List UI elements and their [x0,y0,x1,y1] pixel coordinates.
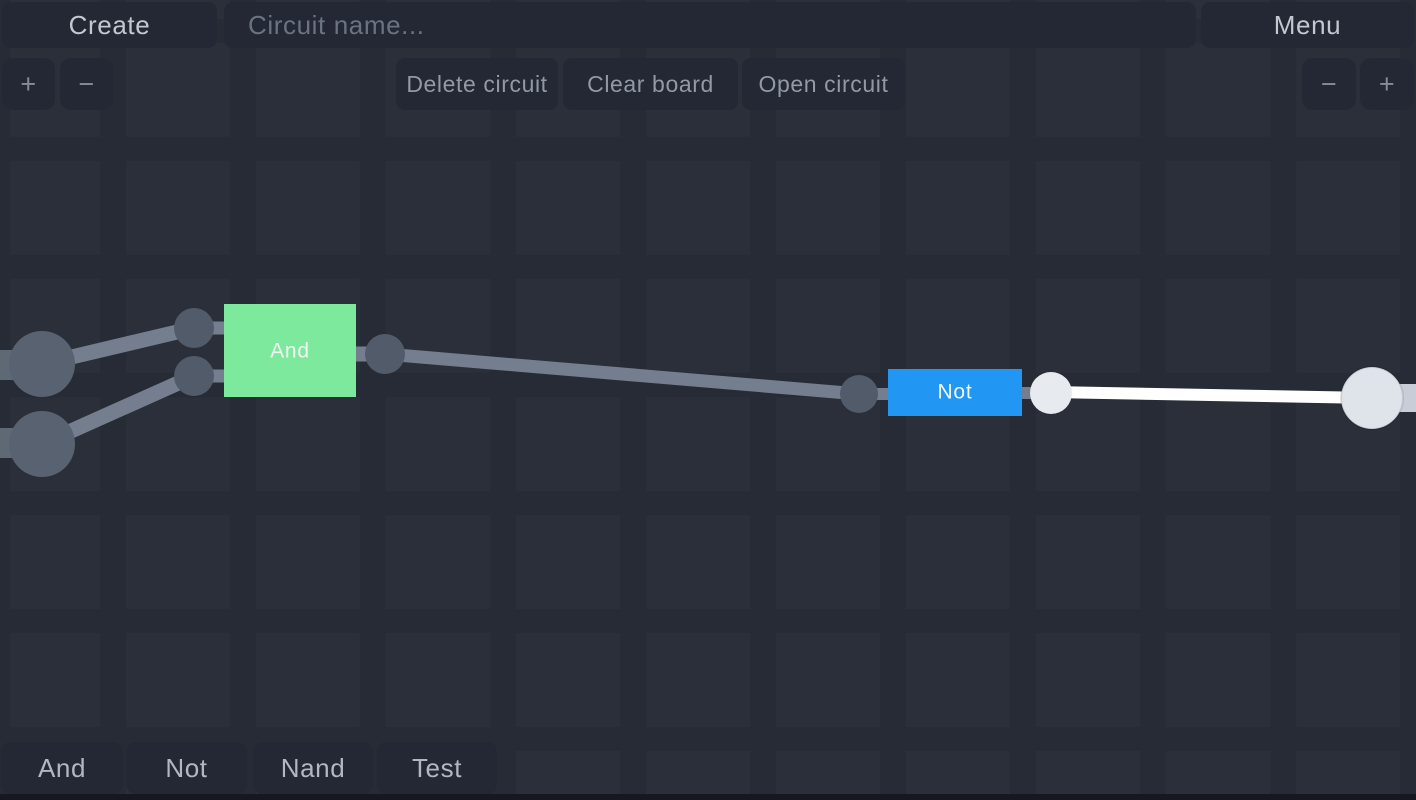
not-gate-body[interactable] [888,369,1022,416]
and-gate-label: And [270,340,310,363]
not-gate-label: Not [937,381,972,404]
input-pin[interactable] [9,411,75,477]
and-output-node[interactable] [365,334,405,374]
output-lamp[interactable] [1340,366,1404,430]
delete-circuit-button[interactable]: Delete circuit [396,58,558,110]
open-circuit-button[interactable]: Open circuit [742,58,905,110]
wire [384,347,860,401]
and-input-node[interactable] [174,356,214,396]
input-pin[interactable] [9,331,75,397]
palette-item-test[interactable]: Test [377,742,497,794]
clear-board-button[interactable]: Clear board [563,58,738,110]
menu-button[interactable]: Menu [1201,2,1414,48]
create-button[interactable]: Create [2,2,217,48]
bottom-inset-bar [0,794,1416,800]
circuit-name-input[interactable] [224,2,1196,48]
and-gate-body[interactable] [224,304,356,397]
zoom-out-button-right[interactable]: − [1302,58,1356,110]
palette-item-nand[interactable]: Nand [253,742,373,794]
zoom-out-button-left[interactable]: − [60,58,113,110]
and-input-node[interactable] [174,308,214,348]
not-gate[interactable]: Not [888,369,1022,416]
zoom-in-button-left[interactable]: + [2,58,55,110]
palette-item-and[interactable]: And [1,742,123,794]
and-gate[interactable]: And [224,304,356,397]
palette-item-not[interactable]: Not [126,742,247,794]
not-output-node[interactable] [1030,372,1072,414]
not-input-node[interactable] [840,375,878,413]
wire-active [1050,386,1373,404]
zoom-in-button-right[interactable]: + [1360,58,1414,110]
